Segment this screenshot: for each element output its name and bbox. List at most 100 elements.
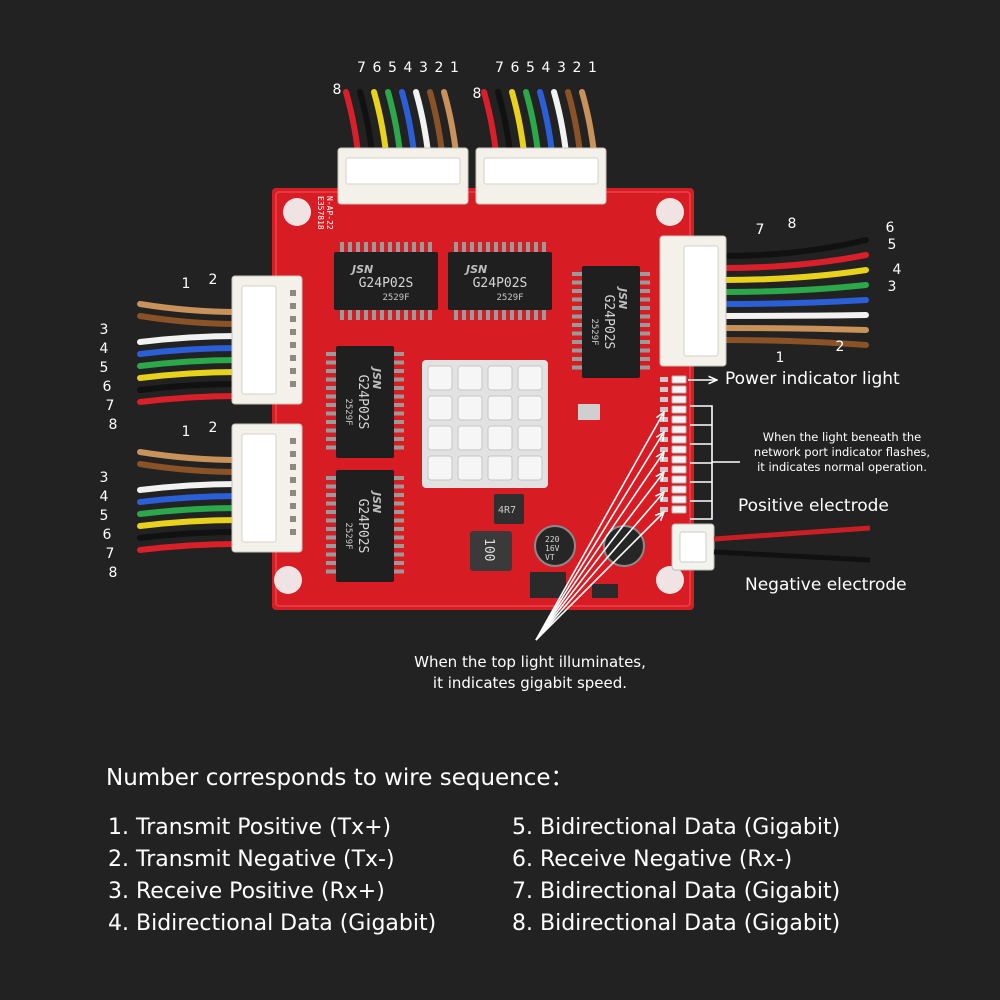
pin-number-label: 4 [542,60,551,76]
legend-title: Number corresponds to wire sequence： [106,765,574,791]
chip-pin [640,357,650,361]
legend-item: 7. Bidirectional Data (Gigabit) [512,879,841,904]
chip-part-number: G24P02S [473,276,528,291]
chip-pin [326,403,336,407]
regulator-chip [530,572,566,598]
heat-sink [422,360,548,488]
wire [385,89,403,155]
chip-pin [478,242,482,252]
connector-pin [290,516,296,522]
chip-logo: JSN [370,366,383,389]
chip-pin [348,310,352,320]
gigabit-arrow [535,492,664,641]
pin-number-label: 1 [450,60,459,76]
pin-number-label: 1 [182,424,191,440]
wire [137,517,241,529]
chip-part-number: G24P02S [359,276,414,291]
gigabit-arrow [535,412,664,641]
board-code-text: N-AP-22 [325,196,334,230]
pin-number-label: 7 [106,398,115,414]
indicator-led [671,455,687,464]
pin-number-label: 4 [100,489,109,505]
chip-pin [572,357,582,361]
wire [137,449,241,463]
annotation-pointers [535,380,740,641]
chip-pin [640,365,650,370]
chip-pin [326,518,336,523]
heat-sink-fin [457,455,483,481]
pin-number-label: 8 [788,216,797,232]
chip-pin [326,352,336,356]
chip-pin [394,445,404,450]
chip-pin [394,386,404,390]
wire [357,89,375,155]
wire [413,89,431,155]
led-resistor [660,397,668,402]
wire [523,89,541,155]
chip-pin [404,310,408,320]
indicator-led [671,445,687,454]
chip-pin [640,272,650,276]
crystal [578,404,600,420]
connector-pin [290,316,296,322]
chip-pin [340,242,344,252]
wire [441,89,459,155]
pin-number-label: 2 [836,339,845,355]
connector-pin [290,368,296,374]
chip-pin [326,501,336,506]
pin-number-label: 6 [103,527,112,543]
chip-pin [470,242,474,252]
wire [137,369,241,381]
chip-pin [388,242,392,252]
pin-number-label: 5 [526,60,535,76]
led-resistor [660,427,668,432]
connector-pin [290,464,296,470]
chip-pin [420,310,424,320]
network-connectors [231,147,727,553]
legend-item: 6. Receive Negative (Rx-) [512,847,793,872]
heat-sink-fin [517,425,543,451]
chip-pin [356,242,360,252]
chip-pin [572,348,582,353]
wire [343,89,361,155]
pin-number-label: 5 [388,60,397,76]
chip-pin [372,310,376,320]
chip-pin [518,310,522,320]
gigabit-caption-line: it indicates gigabit speed. [432,674,628,692]
indicator-led [671,465,687,474]
pin-number-label: 6 [103,379,112,395]
chip-pin [326,484,336,489]
heat-sink-fin [517,365,543,391]
chip-pin [394,569,404,574]
electrolytic-capacitor [534,525,576,567]
indicator-led [671,435,687,444]
chip-pin [494,310,498,320]
chip-pin [572,365,582,370]
wire [719,312,869,319]
wire [509,89,527,155]
connector-latch [483,157,599,185]
led-resistor [660,507,668,512]
positive-wire [713,525,871,542]
chip-pin [394,510,404,514]
wire [137,333,241,345]
indicator-led [671,375,687,384]
chip-pin [640,297,650,302]
power-indicator-caption: Power indicator light [725,369,900,389]
connector-pin [290,342,296,348]
led-resistor [660,377,668,382]
led-resistor [660,487,668,492]
wire [137,461,241,475]
power-components: 100 4R7 220 16V VT [470,404,645,598]
board-code-text: E357818 [316,196,325,230]
connector-pin [290,329,296,335]
chip-pin [394,527,404,531]
chip-pin [396,242,400,252]
wire [719,282,869,295]
chip-date-code: 2529F [382,293,409,303]
